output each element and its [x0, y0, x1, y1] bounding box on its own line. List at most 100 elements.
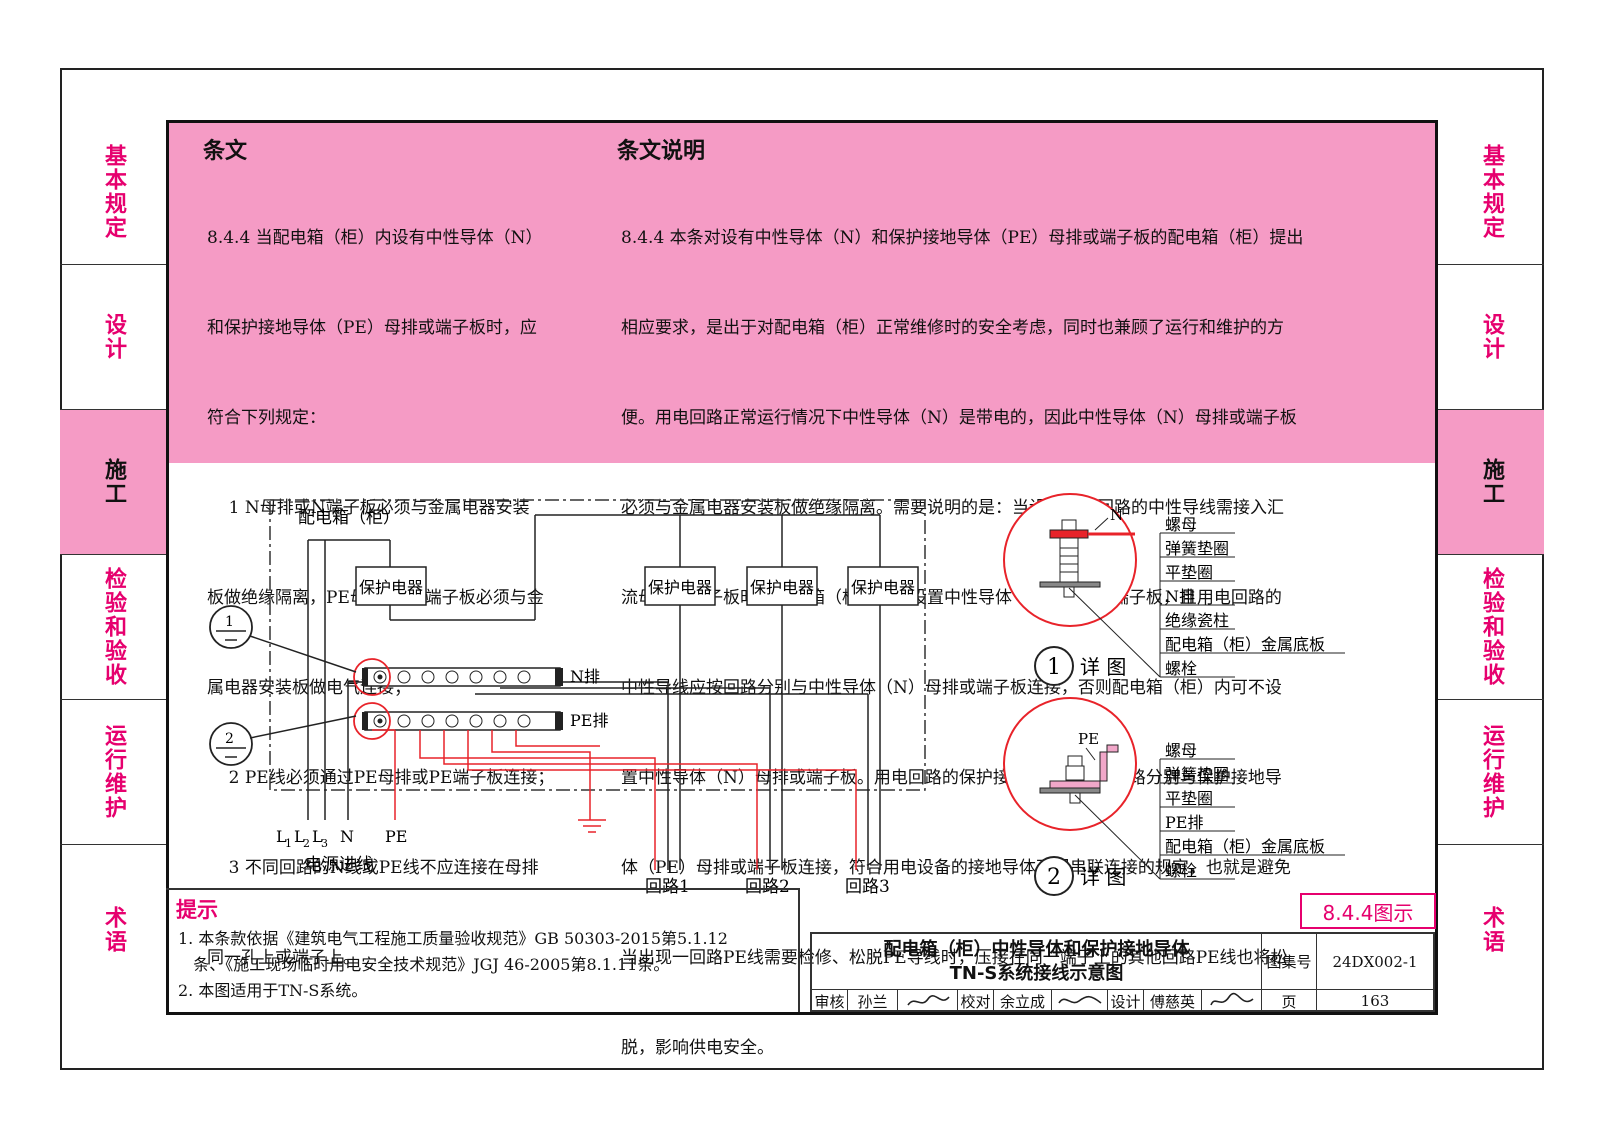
tips-line: 2. 本图适用于TN-S系统。 [178, 981, 368, 1000]
side-item[interactable]: 设计 [60, 265, 166, 410]
pe-wiring [372, 729, 857, 870]
svg-text:L: L [294, 827, 305, 846]
side-item[interactable]: 检验和验收 [1438, 555, 1544, 700]
svg-text:平垫圈: 平垫圈 [1165, 563, 1213, 582]
cabinet-outline [269, 499, 926, 791]
detail-1-leaders [1068, 532, 1345, 678]
svg-text:2: 2 [225, 731, 234, 747]
detail-2-leaders [1074, 758, 1345, 880]
right-side-nav: 基本规定 设计 施工 检验和验收 运行维护 术语 [1438, 120, 1544, 1015]
svg-text:1: 1 [225, 614, 234, 630]
side-item[interactable]: 基本规定 [1438, 120, 1544, 265]
designer-signature [1202, 990, 1262, 1012]
check-label: 校对 [958, 990, 994, 1012]
detail-1-marker-circle [353, 658, 391, 696]
tips-line: 条、《施工现场临时用电安全技术规范》JGJ 46-2005第8.1.11条。 [178, 955, 670, 974]
breaker: 保护电器 [355, 566, 427, 606]
reviewer-signature [898, 990, 958, 1012]
side-item-active[interactable]: 施工 [1438, 410, 1544, 555]
explanation-heading: 条文说明 [617, 139, 706, 164]
svg-text:螺栓: 螺栓 [1165, 861, 1197, 880]
svg-text:2: 2 [303, 837, 310, 850]
svg-text:N: N [340, 827, 354, 846]
detail-1-parts: 螺母 弹簧垫圈 平垫圈 N排 绝缘瓷柱 配电箱（柜）金属底板 螺栓 [1165, 515, 1325, 678]
page-number: 163 [1360, 992, 1390, 1010]
side-item[interactable]: 运行维护 [60, 700, 166, 845]
svg-text:L: L [276, 827, 287, 846]
svg-text:平垫圈: 平垫圈 [1165, 789, 1213, 808]
circuit-label: 回路2 [745, 877, 790, 897]
n-bar-label: N排 [570, 667, 600, 686]
svg-text:绝缘瓷柱: 绝缘瓷柱 [1165, 611, 1229, 630]
cabinet-label: 配电箱（柜） [298, 508, 400, 528]
svg-text:3: 3 [321, 837, 328, 850]
clause-heading: 条文 [203, 139, 248, 164]
svg-text:L: L [312, 827, 323, 846]
reviewer-name: 孙兰 [848, 990, 898, 1012]
clause-text: 8.4.4 当配电箱（柜）内设有中性导体（N） 和保护接地导体（PE）母排或端子… [207, 228, 555, 968]
clause-band [169, 123, 1435, 463]
detail-1-num: 1 [1047, 655, 1061, 680]
drawing-title: 配电箱（柜）中性导体和保护接地导体 TN-S系统接线示意图 [812, 934, 1262, 990]
title-block: 配电箱（柜）中性导体和保护接地导体 TN-S系统接线示意图 图集号 24DX00… [810, 932, 1435, 1012]
incoming-labels: L1 L2 L3 N PE [276, 827, 407, 850]
left-side-nav: 基本规定 设计 施工 检验和验收 运行维护 术语 [60, 120, 166, 1015]
detail-2-num-circle [1034, 856, 1074, 896]
figure-tag: 8.4.4图示 [1300, 893, 1436, 929]
page-label: 页 [1262, 990, 1317, 1012]
svg-text:配电箱（柜）金属底板: 配电箱（柜）金属底板 [1165, 837, 1325, 856]
circuit-label: 回路1 [645, 877, 690, 897]
detail-2-marker-circle [353, 702, 391, 740]
checker-signature [1052, 990, 1108, 1012]
review-label: 审核 [812, 990, 848, 1012]
svg-text:保护电器: 保护电器 [750, 578, 814, 597]
tips-line: 1. 本条款依据《建筑电气工程施工质量验收规范》GB 50303-2015第5.… [178, 929, 728, 948]
svg-text:螺母: 螺母 [1165, 741, 1197, 760]
side-item[interactable]: 术语 [1479, 906, 1504, 954]
detail-2-num: 2 [1047, 865, 1061, 890]
detail-1-drawing [1039, 519, 1135, 598]
svg-text:螺母: 螺母 [1165, 515, 1197, 534]
ground-symbol [578, 819, 606, 833]
svg-text:保护电器: 保护电器 [648, 578, 712, 597]
detail-2-pe-tag: PE [1078, 730, 1099, 748]
detail-2-title: 详 图 [1080, 865, 1126, 889]
breaker: 保护电器 [746, 566, 818, 606]
side-item[interactable]: 检验和验收 [60, 555, 166, 700]
svg-text:N排: N排 [1165, 587, 1195, 606]
svg-text:保护电器: 保护电器 [851, 578, 915, 597]
detail-1-num-circle [1034, 646, 1074, 686]
svg-text:螺栓: 螺栓 [1165, 659, 1197, 678]
svg-text:弹簧垫圈: 弹簧垫圈 [1165, 765, 1229, 784]
breaker: 保护电器 [644, 566, 716, 606]
phase-wiring [307, 514, 881, 870]
side-item[interactable]: 基本规定 [60, 120, 166, 265]
tips-title: 提示 [176, 898, 218, 922]
svg-text:配电箱（柜）金属底板: 配电箱（柜）金属底板 [1165, 635, 1325, 654]
detail-2-drawing [1039, 744, 1119, 804]
atlas-number: 24DX002-1 [1317, 934, 1433, 990]
side-item-active[interactable]: 施工 [60, 410, 166, 555]
detail-2-parts: 螺母 弹簧垫圈 平垫圈 PE排 配电箱（柜）金属底板 螺栓 [1165, 741, 1325, 880]
pe-bar-label: PE排 [570, 711, 608, 730]
source-label: 电源进线 [305, 855, 373, 875]
detail-1-n-tag: N [1110, 506, 1123, 524]
svg-text:弹簧垫圈: 弹簧垫圈 [1165, 539, 1229, 558]
circuit-label: 回路3 [845, 877, 890, 897]
svg-text:PE: PE [385, 827, 407, 846]
designer-name: 傅慈英 [1144, 990, 1202, 1012]
side-item[interactable]: 术语 [101, 906, 126, 954]
checker-name: 余立成 [994, 990, 1052, 1012]
callout-2: 2 [209, 715, 357, 766]
callout-1: 1 [209, 605, 357, 673]
pe-bar [362, 711, 563, 731]
side-item[interactable]: 运行维护 [1438, 700, 1544, 845]
tips-box: 提示 1. 本条款依据《建筑电气工程施工质量验收规范》GB 50303-2015… [166, 888, 800, 1012]
outer-frame [60, 68, 1544, 1070]
svg-text:1: 1 [285, 837, 292, 850]
svg-text:PE排: PE排 [1165, 813, 1203, 832]
side-item[interactable]: 设计 [1438, 265, 1544, 410]
svg-text:保护电器: 保护电器 [359, 578, 423, 597]
n-bar [362, 667, 563, 687]
